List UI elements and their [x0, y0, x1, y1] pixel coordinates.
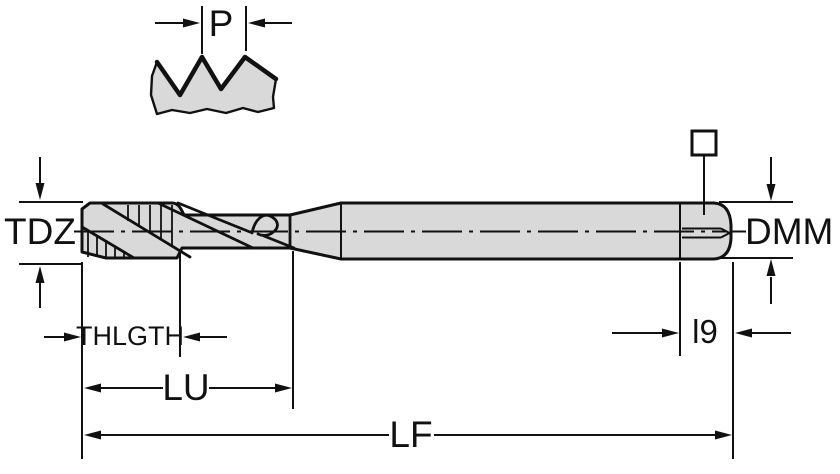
thread-length-label: THLGTH [76, 321, 184, 351]
dmm-dimension: DMM [719, 157, 833, 304]
pitch-arrowhead-left [183, 18, 200, 28]
square-icon [690, 129, 718, 157]
square-drive-symbol [690, 129, 718, 215]
pitch-dimension: P [155, 3, 292, 54]
thread-profile-torn-edge [149, 61, 278, 116]
pitch-label: P [209, 3, 234, 44]
tdz-dimension: TDZ [4, 157, 83, 308]
lu-dimension: LU [84, 367, 292, 408]
lf-dimension: LF [84, 414, 732, 455]
thread-profile-crests [154, 54, 279, 98]
usable-length-label: LU [162, 367, 209, 408]
overall-length-label: LF [389, 414, 432, 455]
flute-hatching [87, 205, 173, 258]
thread-diameter-label: TDZ [4, 211, 76, 252]
square-length-label: l9 [692, 313, 718, 350]
l9-dimension: l9 [612, 313, 791, 350]
thread-profile-shape [151, 57, 276, 114]
thlgth-dimension: THLGTH [44, 321, 227, 351]
pitch-arrowhead-right [248, 18, 265, 28]
extension-lines [81, 251, 734, 459]
thread-profile-detail [149, 54, 279, 116]
shank-diameter-label: DMM [745, 211, 833, 252]
center-hole-slot [682, 227, 730, 239]
